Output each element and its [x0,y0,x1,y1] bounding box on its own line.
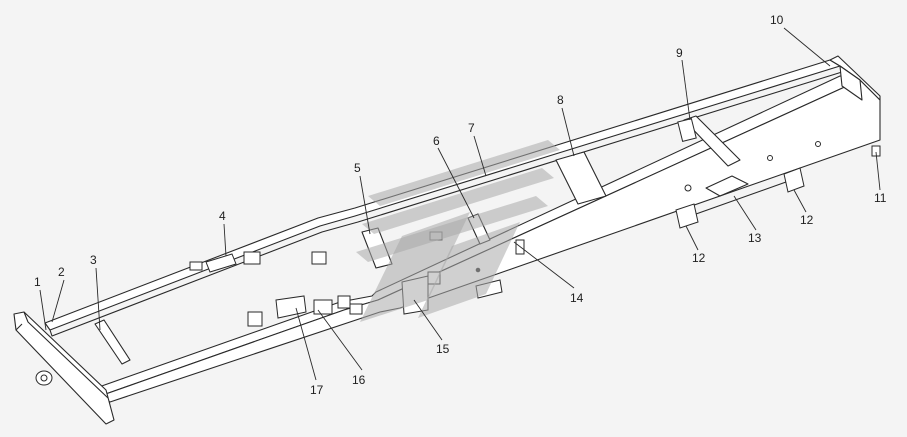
callout-5: 5 [354,161,361,175]
bracket-16 [313,299,333,315]
callout-10: 10 [770,13,784,27]
callout-11: 11 [874,191,887,205]
bracket-17 [275,295,307,319]
cross-member-8 [555,151,607,205]
cross-member-3 [94,319,131,365]
callout-14: 14 [570,291,584,305]
callout-8: 8 [557,93,564,107]
callout-15: 15 [436,342,450,356]
watermark-logo [356,140,560,322]
callout-1: 1 [34,275,41,289]
bracket-4 [205,253,237,273]
callout-4: 4 [219,209,226,223]
spring-bracket-12b [783,167,805,193]
cross-member-9 [683,115,741,167]
callout-12-left: 12 [692,251,706,265]
callout-12-right: 12 [800,213,814,227]
callout-7: 7 [468,121,475,135]
spring-bracket-12a [675,203,699,229]
rod-13 [695,181,787,215]
callout-9: 9 [676,46,683,60]
callout-16: 16 [352,373,366,387]
callout-17: 17 [310,383,324,397]
callout-labels: 1 2 3 4 5 6 7 8 9 10 11 12 12 13 14 15 1… [34,13,887,397]
leader-lines [39,27,881,381]
callout-13: 13 [748,231,762,245]
callout-3: 3 [90,253,97,267]
callout-2: 2 [58,265,65,279]
callout-6: 6 [433,134,440,148]
